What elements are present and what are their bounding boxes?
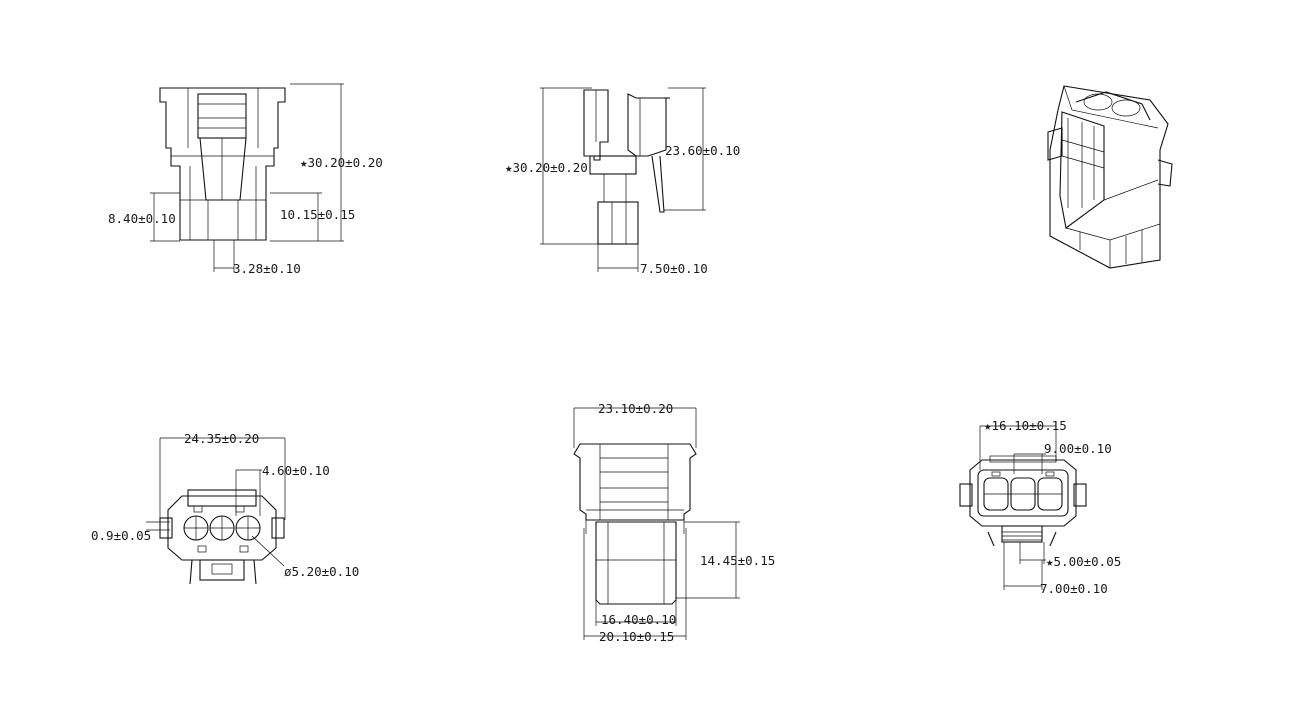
dim-front-latch-width: 3.28±0.10 [233, 261, 301, 276]
dim-top-inner-width: 16.40±0.10 [601, 612, 676, 627]
dim-face-wall: 0.9±0.05 [91, 528, 151, 543]
dim-rear-pitch: 9.00±0.10 [1044, 441, 1112, 456]
dim-front-latch-height: 10.15±0.15 [280, 207, 355, 222]
dim-rear-key-width: ★5.00±0.05 [1046, 554, 1121, 569]
face-view: 24.35±0.20 4.60±0.10 0.9±0.05 ø5.20±0.10 [91, 431, 359, 585]
front-view: ★30.20±0.20 10.15±0.15 8.40±0.10 3.28±0.… [108, 83, 383, 276]
dim-side-upper-height: 23.60±0.10 [665, 143, 740, 158]
dim-top-lower-height: 14.45±0.15 [700, 553, 775, 568]
dim-face-pitch: 4.60±0.10 [262, 463, 330, 478]
dim-side-nose-width: 7.50±0.10 [640, 261, 708, 276]
dim-front-lower-height: 8.40±0.10 [108, 211, 176, 226]
dim-top-width: 23.10±0.20 [598, 401, 673, 416]
dim-face-cavity-dia: ø5.20±0.10 [284, 564, 359, 579]
isometric-view [1047, 85, 1173, 269]
dim-rear-width: ★16.10±0.15 [984, 418, 1067, 433]
rear-view: ★16.10±0.15 9.00±0.10 ★5.00±0.05 7.00±0.… [959, 418, 1121, 596]
dim-rear-key-outer: 7.00±0.10 [1040, 581, 1108, 596]
dim-face-width: 24.35±0.20 [184, 431, 259, 446]
top-view: 23.10±0.20 14.45±0.15 16.40±0.10 20.10±0… [573, 401, 775, 644]
dim-front-height: ★30.20±0.20 [300, 155, 383, 170]
dim-top-outer-width: 20.10±0.15 [599, 629, 674, 644]
dim-side-height: ★30.20±0.20 [505, 160, 588, 175]
side-view: ★30.20±0.20 23.60±0.10 7.50±0.10 [505, 87, 740, 276]
